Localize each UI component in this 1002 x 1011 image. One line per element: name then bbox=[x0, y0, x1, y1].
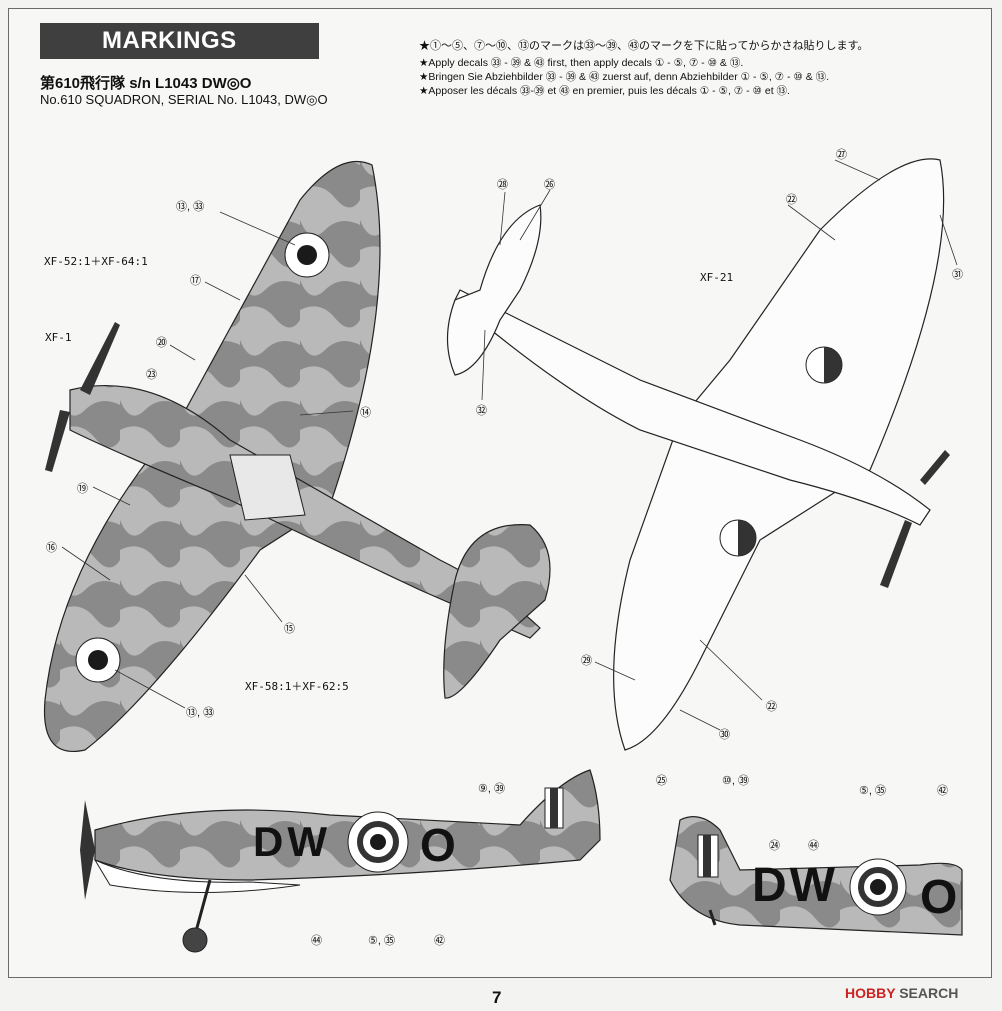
bottom-view-aircraft bbox=[446, 158, 950, 751]
decal-callout-17: ⑰ bbox=[190, 275, 201, 287]
decal-callout-22-lower: ㉒ bbox=[766, 701, 777, 713]
fuselage-tail-code-right: O bbox=[920, 871, 958, 924]
decal-callout-25: ㉕ bbox=[656, 775, 667, 787]
fuselage-code-right: DW bbox=[752, 859, 838, 912]
decal-callout-44-right: ㊹ bbox=[808, 840, 819, 852]
instruction-de: ★Bringen Sie Abziehbilder ㉝ - ㊴ & ㊸ zuer… bbox=[419, 71, 830, 83]
decal-callout-19: ⑲ bbox=[77, 483, 88, 495]
decal-callout-30: ㉚ bbox=[719, 729, 730, 741]
watermark-brand: HOBBY bbox=[845, 985, 896, 1001]
squadron-title-jp: 第610飛行隊 s/n L1043 DW◎O bbox=[40, 75, 252, 92]
watermark: HOBBY SEARCH bbox=[845, 985, 958, 1001]
decal-callout-13-33-lower: ⑬, ㉝ bbox=[186, 707, 215, 719]
paint-callout-camo-light: XF-58:1＋XF-62:5 bbox=[245, 680, 349, 693]
page-number: 7 bbox=[492, 988, 502, 1007]
decal-callout-42-left: ㊷ bbox=[434, 935, 445, 947]
decal-callout-14: ⑭ bbox=[360, 407, 371, 419]
watermark-suffix: SEARCH bbox=[899, 985, 959, 1001]
decal-callout-5-35-right: ⑤, ㉟ bbox=[859, 785, 886, 797]
decal-callout-44-left: ㊹ bbox=[311, 935, 322, 947]
fuselage-tail-code-left: O bbox=[420, 819, 456, 871]
decal-callout-28: ㉘ bbox=[497, 179, 508, 191]
page-title: MARKINGS bbox=[40, 23, 319, 59]
right-side-view-aircraft bbox=[669, 816, 963, 936]
decal-callout-10-39: ⑩, ㊴ bbox=[722, 775, 749, 787]
instruction-jp: ★①～⑤、⑦～⑩、⑬のマークは㉝～㊴、㊸のマークを下に貼ってからかさね貼りします… bbox=[419, 40, 869, 52]
leader-lines bbox=[61, 159, 958, 731]
decal-callout-42-right: ㊷ bbox=[937, 785, 948, 797]
paint-callout-underside: XF-21 bbox=[700, 271, 734, 284]
decal-callout-31: ㉛ bbox=[952, 269, 963, 281]
decal-callout-9-39: ⑨, ㊴ bbox=[478, 783, 505, 795]
decal-callout-23: ㉓ bbox=[146, 369, 157, 381]
decal-callout-5-35-left: ⑤, ㉟ bbox=[368, 935, 395, 947]
left-side-view-aircraft bbox=[80, 769, 601, 953]
decal-callout-29: ㉙ bbox=[581, 655, 592, 667]
decal-callout-26: ㉖ bbox=[544, 179, 555, 191]
fuselage-code-left: DW bbox=[253, 818, 331, 865]
decal-callout-13-33-upper: ⑬, ㉝ bbox=[176, 201, 205, 213]
paint-callout-camo-dark: XF-52:1＋XF-64:1 bbox=[44, 255, 148, 268]
decal-callout-16: ⑯ bbox=[46, 542, 57, 554]
decal-callout-27: ㉗ bbox=[836, 149, 847, 161]
decal-callout-15: ⑮ bbox=[284, 623, 295, 635]
squadron-title-en: No.610 SQUADRON, SERIAL No. L1043, DW◎O bbox=[40, 92, 328, 107]
top-view-aircraft bbox=[43, 161, 551, 752]
decal-callout-22-upper: ㉒ bbox=[786, 194, 797, 206]
decal-callout-32: ㉜ bbox=[476, 405, 487, 417]
instruction-en: ★Apply decals ㉝ - ㊴ & ㊸ first, then appl… bbox=[419, 57, 744, 69]
decal-callout-24: ㉔ bbox=[769, 840, 780, 852]
decal-callout-20: ⑳ bbox=[156, 337, 167, 349]
instruction-fr: ★Apposer les décals ㉝-㊴ et ㊸ en premier,… bbox=[419, 85, 790, 97]
paint-callout-prop: XF-1 bbox=[45, 331, 72, 344]
